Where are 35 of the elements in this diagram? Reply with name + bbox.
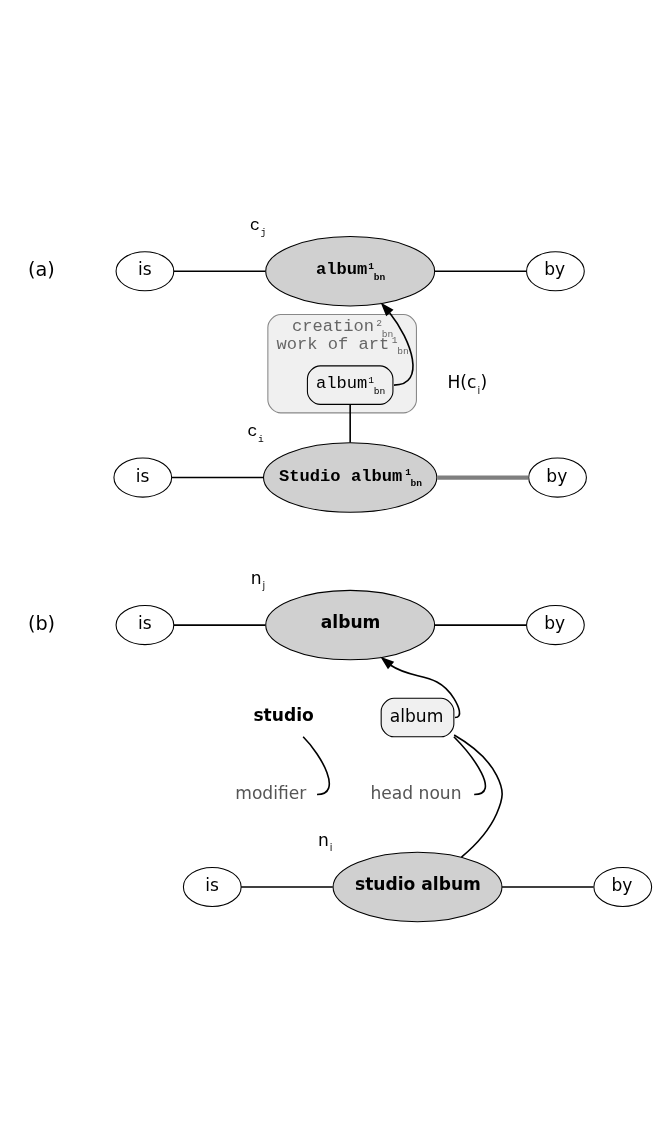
connector [453,735,487,795]
node-ellipse: by [593,866,653,907]
node-text: studio [253,704,314,725]
connector [171,476,264,478]
node-label: n$_{j}$ [250,567,266,591]
connector [302,735,331,795]
connector [173,623,267,626]
node-ellipse: by [526,604,585,645]
node-text: head noun [370,782,462,803]
arrow [380,302,414,386]
node-ellipse: by [528,457,587,498]
node-box: album [380,697,455,737]
node-label: c$_{i}$ [247,421,264,445]
node-ellipse: is [115,250,175,291]
arrow [380,656,461,718]
node-ellipse: is [113,457,173,498]
connector [433,269,527,272]
label: (a) [27,257,55,281]
connector [437,474,529,480]
connector [433,623,527,626]
connector [349,403,351,443]
node-label: c$_{j}$ [249,215,267,238]
connector [240,885,334,888]
node-ellipse: studio album [332,851,503,922]
node-ellipse: is [182,866,242,907]
node-text: modifier [235,782,307,803]
node-label: n$_{i}$ [318,829,333,853]
node-ellipse: album [265,589,436,660]
node-label: H(c$_{i}$) [447,371,488,396]
connector [453,733,503,858]
label: (b) [27,611,56,635]
connector [501,885,595,888]
node-ellipse: is [115,604,175,645]
node-ellipse: by [526,250,585,291]
connector [173,269,267,272]
